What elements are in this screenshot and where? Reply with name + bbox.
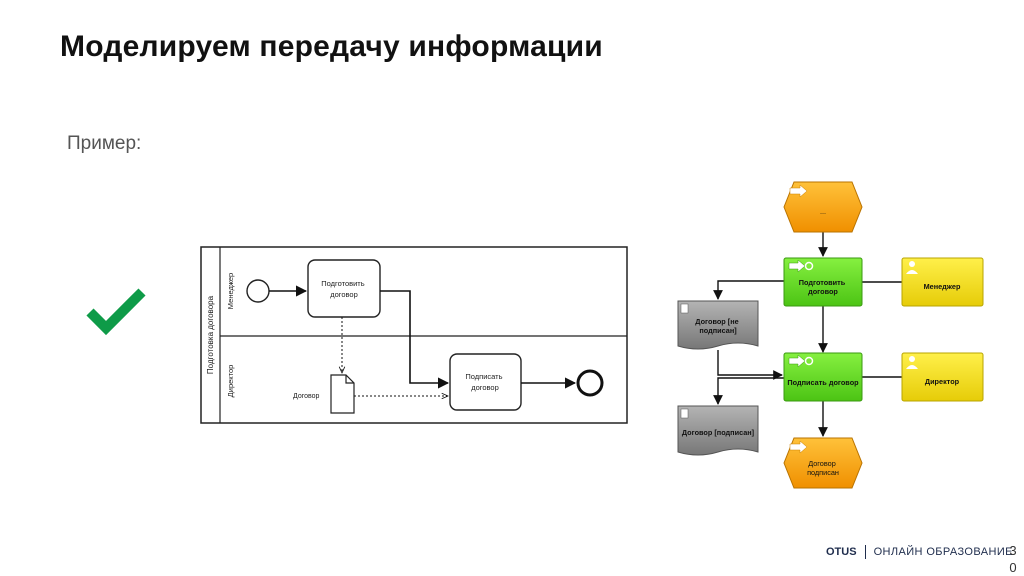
function-gear-icon xyxy=(804,261,814,271)
pool-label: Подготовка договора xyxy=(206,295,215,374)
svg-text:Подготовить договор: Подготовить договор xyxy=(799,278,847,296)
epc-event-start: ... xyxy=(783,181,863,233)
pool-frame xyxy=(200,246,628,424)
epc-diagram: ... Подготовить договор Менеджер Договор… xyxy=(677,181,984,489)
task-prepare xyxy=(307,259,381,318)
function-gear-icon xyxy=(804,356,814,366)
page-number-bottom: 0 xyxy=(1009,560,1017,575)
page-number-top: 3 xyxy=(1009,543,1017,558)
footer-brand-bar: OTUS ОНЛАЙН ОБРАЗОВАНИЕ xyxy=(826,545,1013,559)
svg-text:Договор [не подписан]: Договор [не подписан] xyxy=(695,317,740,335)
epc-event-end: Договор подписан xyxy=(783,437,863,489)
epc-func-sign-label: Подписать договор xyxy=(787,378,859,387)
slide-subtitle: Пример: xyxy=(67,133,142,154)
event-arrow-icon xyxy=(789,184,808,198)
epc-role-director-label: Директор xyxy=(925,377,960,386)
flow-prepare-sign xyxy=(380,290,450,389)
svg-text:Подписать договор: Подписать договор xyxy=(465,372,504,392)
svg-text:Подготовить договор: Подготовить договор xyxy=(321,279,366,299)
epc-role-manager-label: Менеджер xyxy=(924,282,961,291)
document-icon xyxy=(680,303,689,314)
footer-brand[interactable]: OTUS xyxy=(826,545,857,558)
epc-flow-doc-sign xyxy=(717,350,783,380)
epc-event-end-label-1: Договор xyxy=(808,459,836,468)
function-icon xyxy=(788,354,806,368)
svg-text:Договор подписан: Договор подписан xyxy=(807,459,839,477)
epc-doc-unsigned-label-1: Договор [не xyxy=(695,317,738,326)
task-prepare-label-1: Подготовить xyxy=(321,279,364,288)
epc-function-sign: Подписать договор xyxy=(783,352,863,402)
epc-doc-unsigned-label-2: подписан] xyxy=(699,326,737,335)
epc-role-manager: Менеджер xyxy=(901,257,984,307)
epc-flow-prepare-doc xyxy=(713,280,784,300)
lane-label-director: Директор xyxy=(226,365,235,398)
bpmn-diagram: Подготовка договора Менеджер Директор По… xyxy=(200,246,628,424)
epc-doc-signed-label: Договор [подписан] xyxy=(682,428,755,437)
footer-tagline: ОНЛАЙН ОБРАЗОВАНИЕ xyxy=(873,545,1013,558)
task-sign-label-2: договор xyxy=(471,383,499,392)
event-arrow-icon xyxy=(789,440,808,454)
epc-document-signed: Договор [подписан] xyxy=(677,405,759,456)
end-event xyxy=(576,369,604,397)
page-number: 3 0 xyxy=(1006,542,1020,576)
document-icon xyxy=(680,408,689,419)
slide-title: Моделируем передачу информации xyxy=(60,30,603,63)
data-object-icon xyxy=(330,374,355,414)
epc-role-director: Директор xyxy=(901,352,984,402)
epc-event-start-label: ... xyxy=(820,207,826,216)
lane-label-manager: Менеджер xyxy=(226,273,235,309)
task-sign-label-1: Подписать xyxy=(465,372,502,381)
epc-func-prepare-label-1: Подготовить xyxy=(799,278,846,287)
person-icon xyxy=(909,261,915,267)
epc-func-prepare-label-2: договор xyxy=(808,287,838,296)
footer-separator xyxy=(864,545,866,559)
task-sign xyxy=(449,353,522,411)
task-prepare-label-2: договор xyxy=(330,290,358,299)
epc-function-prepare: Подготовить договор xyxy=(783,257,863,307)
epc-event-end-label-2: подписан xyxy=(807,468,839,477)
data-object-label: Договор xyxy=(293,393,320,400)
person-icon xyxy=(909,356,915,362)
function-icon xyxy=(788,259,806,273)
check-icon xyxy=(86,288,146,336)
epc-document-unsigned: Договор [не подписан] xyxy=(677,300,759,350)
epc-flow-sign-doc xyxy=(713,377,784,405)
start-event xyxy=(246,279,270,303)
